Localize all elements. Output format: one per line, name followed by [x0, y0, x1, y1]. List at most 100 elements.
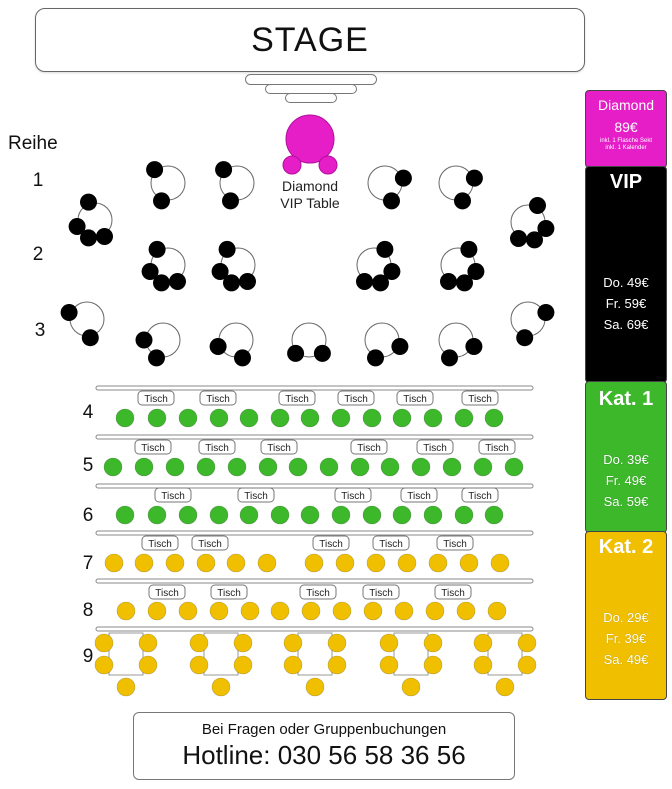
vip-seat	[60, 304, 78, 321]
row-number-4: 4	[82, 402, 94, 423]
row-number-8: 8	[82, 600, 94, 621]
vip-seat	[529, 197, 546, 214]
table-bar	[95, 434, 534, 440]
table-label-box	[362, 584, 400, 600]
seat	[178, 505, 198, 525]
table-bar	[95, 578, 534, 584]
table-label: Tisch	[148, 539, 172, 550]
seat	[226, 553, 246, 573]
vip-seat	[356, 273, 373, 290]
category-diamond: Diamond 89€ inkl. 1 Flasche Sekt inkl. 1…	[585, 90, 667, 168]
vip-seat	[80, 193, 97, 211]
table-label: Tisch	[141, 443, 165, 454]
table-label-box	[434, 584, 472, 600]
seat	[484, 408, 504, 428]
seat	[423, 408, 443, 428]
seat	[301, 601, 321, 621]
row-number-5: 5	[82, 455, 94, 476]
seat	[425, 601, 445, 621]
seat	[363, 601, 383, 621]
seat	[392, 505, 412, 525]
diamond-title: Diamond	[597, 97, 655, 113]
vip-seat	[372, 274, 389, 292]
seat	[115, 505, 135, 525]
row-number-9: 9	[82, 646, 94, 667]
vip-seat	[383, 192, 400, 210]
vip-seat	[153, 192, 170, 210]
seat	[362, 408, 382, 428]
diamond-label-line2: VIP Table	[280, 195, 340, 211]
table-label-box	[400, 487, 438, 503]
seat	[178, 408, 198, 428]
stage-label: STAGE	[251, 20, 369, 59]
table-label-box	[141, 535, 179, 551]
row-number-1: 1	[32, 170, 44, 191]
table-label: Tisch	[155, 588, 179, 599]
table-label-box	[478, 439, 516, 455]
row9-table	[393, 632, 429, 676]
table-label: Tisch	[319, 539, 343, 550]
row-number-6: 6	[82, 505, 94, 526]
kat2-price-sa: Sa. 49€	[603, 652, 649, 667]
category-vip: VIP Do. 49€ Fr. 59€ Sa. 69€	[585, 166, 667, 383]
vip-seat	[510, 230, 527, 247]
seat	[258, 457, 278, 477]
vip-seat	[367, 349, 384, 367]
table-label: Tisch	[357, 443, 381, 454]
seat	[239, 408, 259, 428]
vip-seat	[313, 344, 331, 362]
vip-seat	[239, 273, 256, 290]
seat	[103, 457, 123, 477]
kat2-price-do: Do. 29€	[603, 610, 649, 625]
seat	[319, 457, 339, 477]
table-label-box	[299, 584, 337, 600]
seat	[423, 655, 443, 675]
seat	[270, 408, 290, 428]
table-label: Tisch	[485, 443, 509, 454]
seat	[495, 677, 515, 697]
table-label-box	[372, 535, 410, 551]
seat	[454, 505, 474, 525]
seat	[380, 457, 400, 477]
vip-seat	[537, 220, 555, 237]
vip-seat	[68, 218, 86, 235]
table-label: Tisch	[217, 588, 241, 599]
seat	[209, 601, 229, 621]
table-label: Tisch	[441, 588, 465, 599]
table-label-box	[148, 584, 186, 600]
table-label-box	[134, 439, 172, 455]
seat	[392, 408, 412, 428]
diamond-note-1: inkl. 1 Flasche Sekt	[599, 138, 653, 144]
vip-seat	[467, 263, 485, 280]
table-label: Tisch	[206, 394, 230, 405]
vip-seat	[516, 329, 534, 347]
vip-seat	[391, 338, 409, 355]
vip-seat	[222, 192, 239, 210]
diamond-table	[285, 114, 335, 164]
vip-seat	[383, 263, 401, 280]
seat	[379, 655, 399, 675]
seat	[454, 408, 474, 428]
table-label: Tisch	[369, 588, 393, 599]
seat	[189, 633, 209, 653]
stage-step-3	[285, 93, 337, 103]
diamond-note-2: inkl. 1 Kalender	[605, 145, 647, 151]
seat	[423, 633, 443, 653]
table-bar	[95, 626, 534, 632]
vip-seat	[287, 344, 305, 362]
seat	[94, 633, 114, 653]
row9-table	[487, 632, 523, 676]
diamond-label-line1: Diamond	[281, 178, 339, 194]
seat	[401, 677, 421, 697]
seat	[327, 655, 347, 675]
diamond-seat	[282, 155, 302, 175]
vip-price-do: Do. 49€	[603, 275, 649, 290]
table-label: Tisch	[468, 394, 492, 405]
table-bar	[95, 530, 534, 536]
vip-seat	[148, 240, 166, 258]
seat	[116, 601, 136, 621]
seat	[379, 633, 399, 653]
seat	[487, 601, 507, 621]
seat	[138, 633, 158, 653]
